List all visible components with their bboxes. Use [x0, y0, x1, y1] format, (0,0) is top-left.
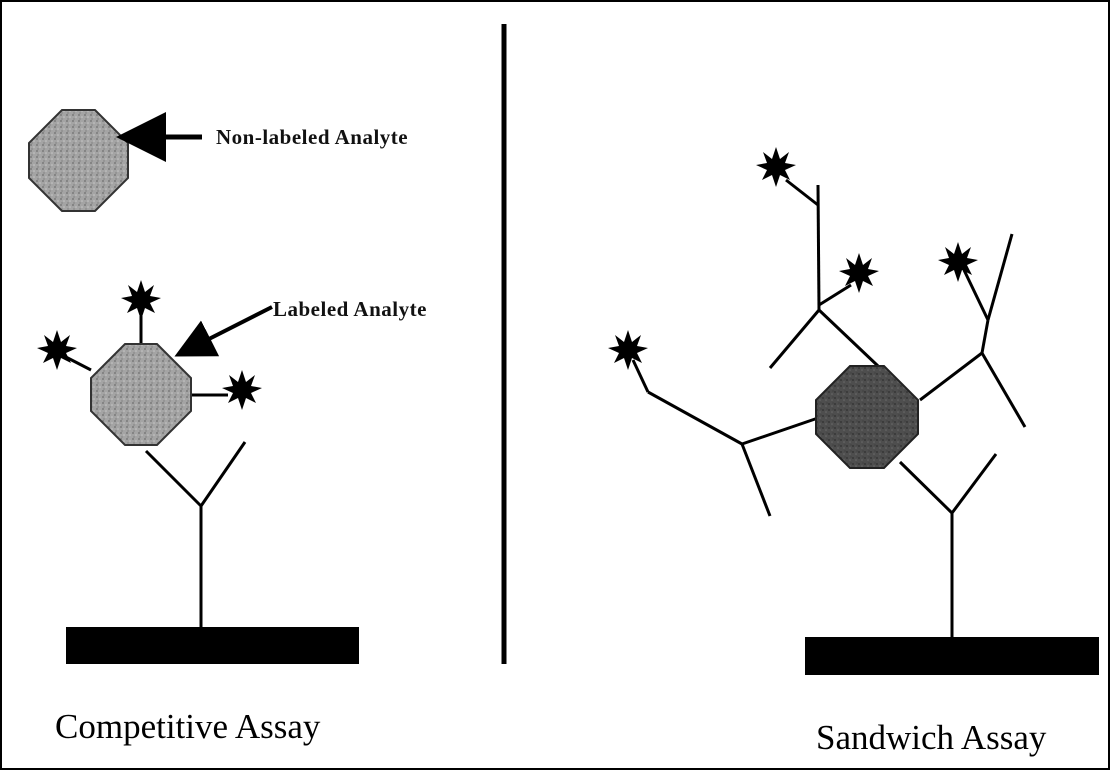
labeled-analyte-octagon	[90, 343, 192, 446]
detection-antibody-top	[768, 178, 880, 369]
non-labeled-analyte-octagon	[28, 109, 129, 212]
sandwich-capture-antibody	[898, 453, 998, 637]
non-labeled-analyte-label: Non-labeled Analyte	[216, 125, 408, 149]
sandwich-assay-panel: Sandwich Assay	[608, 147, 1099, 757]
starburst-icon	[121, 280, 161, 320]
starburst-icon	[938, 242, 978, 282]
starburst-icon	[222, 370, 262, 410]
solid-support-left	[66, 627, 359, 664]
detection-antibody-right	[919, 233, 1027, 428]
labeled-analyte-label: Labeled Analyte	[273, 297, 427, 321]
competitive-assay-panel: Non-labeled Analyte Labeled Analyte Comp…	[28, 109, 427, 746]
starburst-icon	[839, 253, 879, 293]
solid-support-right	[805, 637, 1099, 675]
starburst-icon	[37, 330, 77, 370]
bound-analyte-octagon	[815, 365, 919, 469]
capture-antibody	[144, 441, 247, 627]
detection-antibody-left	[631, 359, 819, 517]
competitive-assay-caption: Competitive Assay	[55, 707, 321, 746]
starburst-icon	[756, 147, 796, 187]
sandwich-assay-caption: Sandwich Assay	[816, 718, 1047, 757]
labeled-arrow	[174, 305, 273, 357]
starburst-icon	[608, 330, 648, 370]
